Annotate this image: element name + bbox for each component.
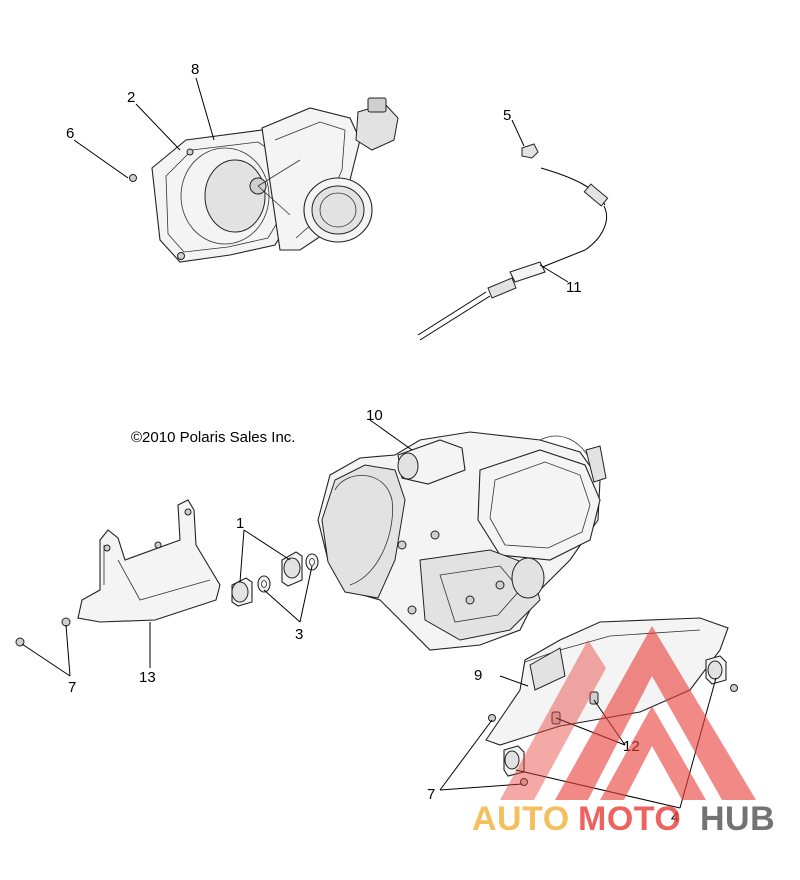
callout-7-left: 7: [68, 679, 76, 696]
callout-6: 6: [66, 125, 74, 142]
throttle-cable: [417, 167, 609, 341]
callout-8: 8: [191, 61, 199, 78]
copyright-notice: ©2010 Polaris Sales Inc.: [131, 429, 295, 446]
callout-10: 10: [366, 407, 383, 424]
callout-1: 1: [236, 515, 244, 532]
callout-7-right: 7: [427, 786, 435, 803]
callout-2: 2: [127, 89, 135, 106]
throttle-body-assembly: [129, 97, 399, 263]
watermark-hub: HUB: [700, 800, 775, 838]
callout-9: 9: [474, 667, 482, 684]
callout-11: 11: [566, 279, 582, 296]
automotohub-watermark: AUTO MOTO HUB: [472, 626, 775, 838]
watermark-moto: MOTO: [578, 800, 681, 838]
callout-labels: 2 8 6 5 11 10 1 3 7 13 9 12 7 4: [66, 61, 679, 826]
watermark-triangle-icon: [555, 626, 756, 800]
front-mount-bracket: [15, 499, 221, 647]
watermark-auto: AUTO: [472, 800, 570, 838]
cable-cap: [521, 143, 539, 159]
callout-3: 3: [295, 626, 303, 643]
mount-bushings: [231, 551, 319, 607]
callout-4: 4: [671, 809, 679, 826]
callout-5: 5: [503, 107, 511, 124]
callout-13: 13: [139, 669, 156, 686]
engine-assembly: [317, 431, 607, 651]
